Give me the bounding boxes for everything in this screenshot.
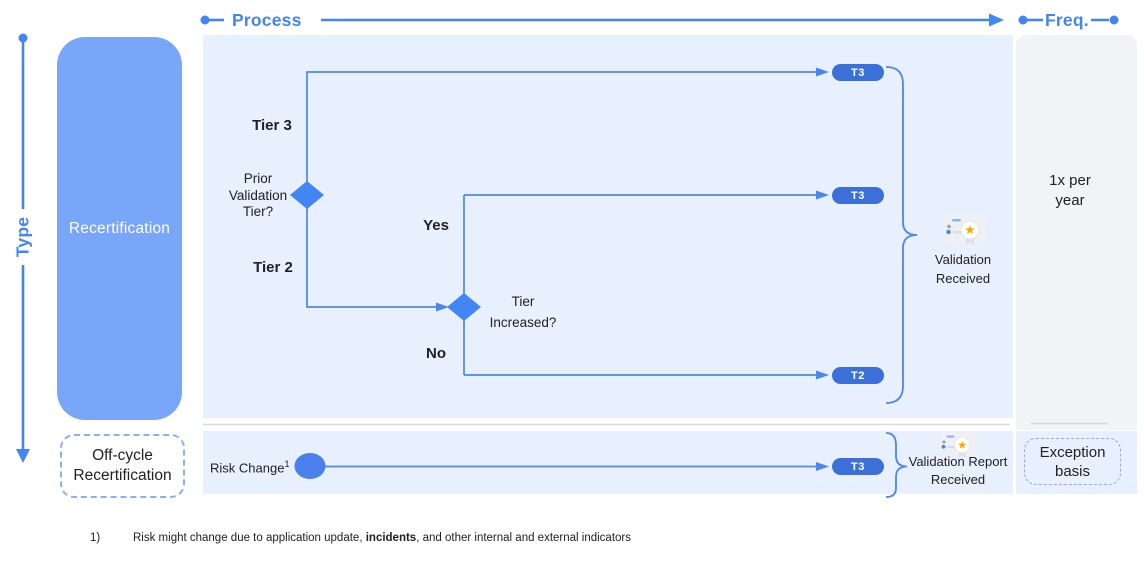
recertification-row-header: Recertification	[57, 37, 182, 420]
validation-report-received-label: Validation Report Received	[908, 454, 1008, 487]
type-axis-label: Type	[12, 216, 33, 258]
outcome-pill-t3-top: T3	[832, 64, 884, 81]
freq-axis-label: Freq.	[1045, 10, 1089, 30]
footnote-text-pre: Risk might change due to application upd…	[133, 532, 366, 544]
footnote-marker: 1)	[90, 532, 101, 544]
process-panel	[203, 35, 1013, 418]
frequency-value-annual: 1x per year	[1049, 172, 1091, 209]
footnote-text-post: , and other internal and external indica…	[416, 532, 632, 544]
risk-change-label: Risk Change1	[210, 459, 289, 475]
risk-change-text: Risk Change	[210, 460, 285, 476]
yes-branch-label: Yes	[423, 217, 449, 234]
frequency-column	[1016, 35, 1137, 430]
validation-received-label: Validation Received	[934, 252, 992, 286]
outcome-pill-t2-bottom: T2	[832, 367, 884, 384]
tier2-branch-label: Tier 2	[253, 259, 293, 276]
exception-basis-label: Exception basis	[1039, 443, 1106, 480]
process-axis-label: Process	[232, 10, 302, 30]
frequency-value-exception: Exception basis	[1024, 438, 1121, 485]
no-branch-label: No	[426, 345, 446, 362]
footnote-text-bold: incidents	[365, 532, 417, 544]
process-axis-arrow	[200, 13, 1004, 27]
outcome-pill-t3-offcycle: T3	[832, 458, 884, 475]
recertification-label: Recertification	[68, 219, 171, 237]
certificate-award-icon	[944, 214, 987, 246]
footnote-text: Risk might change due to application upd…	[133, 532, 631, 544]
offcycle-process-panel	[203, 431, 1013, 494]
tier-increased-question: Tier Increased?	[489, 294, 557, 330]
offcycle-row-header: Off-cycle Recertification	[60, 434, 185, 498]
outcome-pill-t3-middle: T3	[832, 187, 884, 204]
offcycle-label: Off-cycle Recertification	[73, 447, 172, 484]
risk-change-footnote-ref: 1	[284, 459, 290, 469]
tier3-branch-label: Tier 3	[252, 117, 292, 134]
row-divider-lines	[203, 422, 1108, 426]
prior-validation-question: Prior Validation Tier?	[228, 171, 288, 219]
